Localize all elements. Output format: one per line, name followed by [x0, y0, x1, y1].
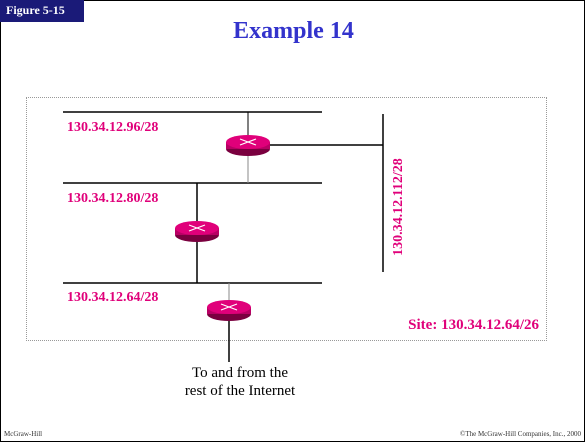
router-1-icon: [226, 135, 270, 156]
slide-title: Example 14: [233, 18, 354, 44]
diagram-border: [26, 97, 547, 341]
network-label-112: 130.34.12.112/28: [391, 158, 406, 256]
router-2-icon: [175, 221, 219, 242]
internet-caption-line-1: To and from the: [191, 365, 288, 381]
internet-caption: To and from the rest of the Internet: [140, 364, 340, 400]
site-label: Site: 130.34.12.64/26: [408, 317, 539, 333]
network-label-80: 130.34.12.80/28: [67, 191, 159, 206]
figure-label: Figure 5-15: [0, 0, 84, 22]
footer-publisher: McGraw-Hill: [4, 430, 43, 438]
network-label-96: 130.34.12.96/28: [67, 120, 159, 135]
router-3-icon: [207, 300, 251, 321]
footer-copyright: ©The McGraw-Hill Companies, Inc., 2000: [460, 430, 581, 438]
internet-caption-line-2: rest of the Internet: [184, 383, 296, 399]
network-label-64: 130.34.12.64/28: [67, 290, 159, 305]
